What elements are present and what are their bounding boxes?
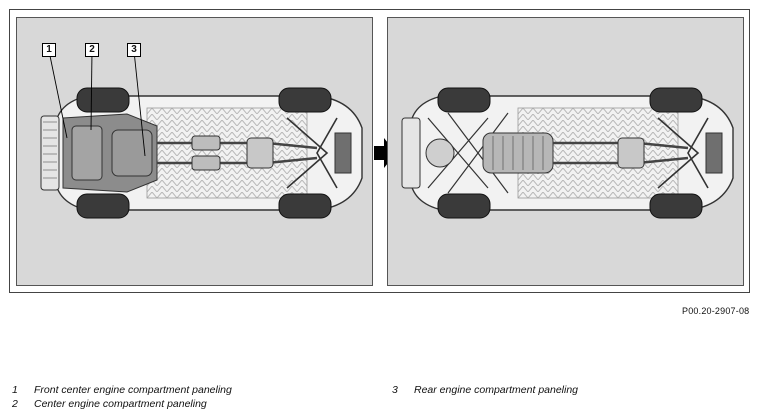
illustration-frame: 1 2 3 (9, 9, 750, 293)
legend-text: Center engine compartment paneling (34, 398, 207, 410)
figure-id: P00.20-2907-08 (682, 306, 750, 316)
arrow-right-icon (374, 138, 396, 168)
callout-2: 2 (85, 43, 99, 57)
vehicle-underside-illustration (40, 50, 363, 219)
underside-without-paneling (387, 17, 744, 286)
callout-1: 1 (42, 43, 56, 57)
callout-3: 3 (127, 43, 141, 57)
vehicle-underside-exposed-illustration (401, 87, 734, 219)
underside-with-paneling: 1 2 3 (16, 17, 373, 286)
legend-number: 2 (12, 398, 18, 410)
legend-text: Front center engine compartment paneling (34, 384, 232, 396)
legend-number: 3 (392, 384, 398, 396)
legend-number: 1 (12, 384, 18, 396)
legend-text: Rear engine compartment paneling (414, 384, 579, 396)
